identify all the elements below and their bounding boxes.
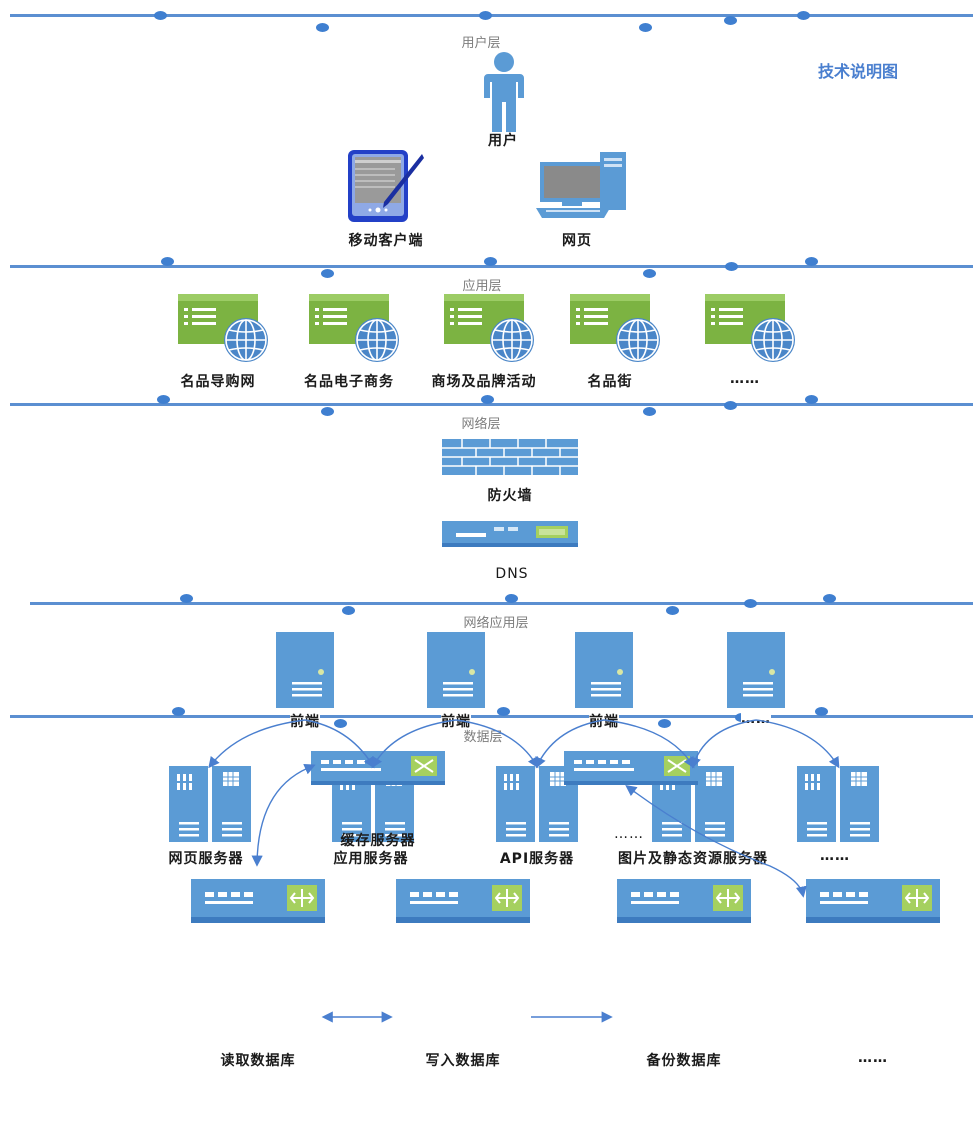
- cache-server-icon: [564, 751, 698, 785]
- user-icon: [484, 52, 524, 132]
- cache-server-label: 缓存服务器: [340, 833, 416, 849]
- connector-dot: [658, 719, 671, 728]
- connector-dot: [505, 594, 518, 603]
- layer-label-user: 用户层: [461, 36, 501, 51]
- separator-netapp-data: [10, 715, 973, 718]
- frontend-label: ……: [741, 711, 771, 727]
- dns-router-icon: [442, 521, 578, 547]
- connector-dot: [334, 719, 347, 728]
- connector-dot: [161, 257, 174, 266]
- dns-label: DNS: [495, 566, 529, 582]
- app-label: 名品导购网: [180, 374, 256, 390]
- database-label: 读取数据库: [220, 1053, 296, 1069]
- server-rack-icon: [496, 766, 578, 842]
- separator-user-app: [10, 265, 973, 268]
- diagram-title: 技术说明图: [818, 62, 899, 81]
- firewall-icon: [442, 439, 578, 475]
- arrow: [603, 719, 695, 769]
- connector-dot: [321, 407, 334, 416]
- connector-dot: [316, 23, 329, 32]
- arrow: [755, 719, 840, 769]
- app-label: 商场及品牌活动: [431, 374, 537, 390]
- connector-dot: [666, 606, 679, 615]
- desktop-computer-icon: [536, 152, 626, 218]
- connector-dot: [497, 707, 510, 716]
- separator-network-netapp: [30, 602, 973, 605]
- connector-dot: [805, 395, 818, 404]
- tablet-icon: [348, 150, 424, 222]
- connector-dot: [342, 606, 355, 615]
- arrow: [371, 719, 457, 769]
- firewall-label: 防火墙: [487, 488, 533, 504]
- connector-dot: [643, 269, 656, 278]
- arrow: [455, 719, 539, 769]
- arrow: [304, 719, 375, 769]
- database-label: 写入数据库: [425, 1053, 501, 1069]
- layer-label-data: 数据层: [463, 730, 503, 745]
- connector-dot: [639, 23, 652, 32]
- connector-dot: [823, 594, 836, 603]
- frontend-server-icon: [427, 632, 485, 708]
- connector-dot: [172, 707, 185, 716]
- server-label: 应用服务器: [333, 851, 409, 867]
- arrow: [625, 785, 807, 898]
- arrow: [535, 719, 605, 769]
- web-application-icon: [570, 294, 660, 362]
- frontend-server-icon: [575, 632, 633, 708]
- mobile-client-label: 移动客户端: [348, 233, 424, 249]
- layer-label-app: 应用层: [462, 279, 502, 294]
- frontend-server-icon: [727, 632, 785, 708]
- user-label: 用户: [488, 133, 518, 149]
- frontend-label: 前端: [290, 711, 320, 731]
- connector-dot: [481, 395, 494, 404]
- connector-dot: [154, 11, 167, 20]
- connector-dot: [157, 395, 170, 404]
- connector-dot: [797, 11, 810, 20]
- web-label: 网页: [562, 233, 592, 249]
- server-label: API服务器: [499, 851, 575, 867]
- connector-dot: [724, 16, 737, 25]
- web-application-icon: [705, 294, 795, 362]
- database-server-icon: [396, 879, 530, 923]
- frontend-label: 前端: [441, 711, 471, 731]
- frontend-server-icon: [276, 632, 334, 708]
- app-label: 名品电子商务: [304, 374, 394, 390]
- server-rack-icon: [169, 766, 251, 842]
- connector-dot: [724, 401, 737, 410]
- connector-dot: [643, 407, 656, 416]
- connector-dot: [479, 11, 492, 20]
- connector-dot: [805, 257, 818, 266]
- connector-dot: [744, 599, 757, 608]
- arrow: [208, 719, 306, 769]
- frontend-label: 前端: [589, 711, 619, 731]
- web-application-icon: [178, 294, 268, 362]
- database-server-icon: [806, 879, 940, 923]
- web-application-icon: [444, 294, 534, 362]
- server-label: 网页服务器: [168, 851, 244, 867]
- database-label: 备份数据库: [646, 1053, 722, 1069]
- layer-label-network: 网络层: [461, 417, 501, 432]
- arrow: [690, 719, 757, 769]
- database-server-icon: [191, 879, 325, 923]
- database-label: ……: [858, 1050, 888, 1066]
- connector-dot: [484, 257, 497, 266]
- connector-dot: [815, 707, 828, 716]
- app-label: 名品街: [587, 374, 633, 390]
- separator-app-network: [10, 403, 973, 406]
- connector-dot: [321, 269, 334, 278]
- app-label: ……: [730, 371, 760, 387]
- layer-label-netapp: 网络应用层: [463, 616, 529, 631]
- connector-dot: [180, 594, 193, 603]
- server-label: ……: [820, 848, 850, 864]
- web-application-icon: [309, 294, 399, 362]
- arrow: [251, 764, 316, 867]
- connector-dot: [725, 262, 738, 271]
